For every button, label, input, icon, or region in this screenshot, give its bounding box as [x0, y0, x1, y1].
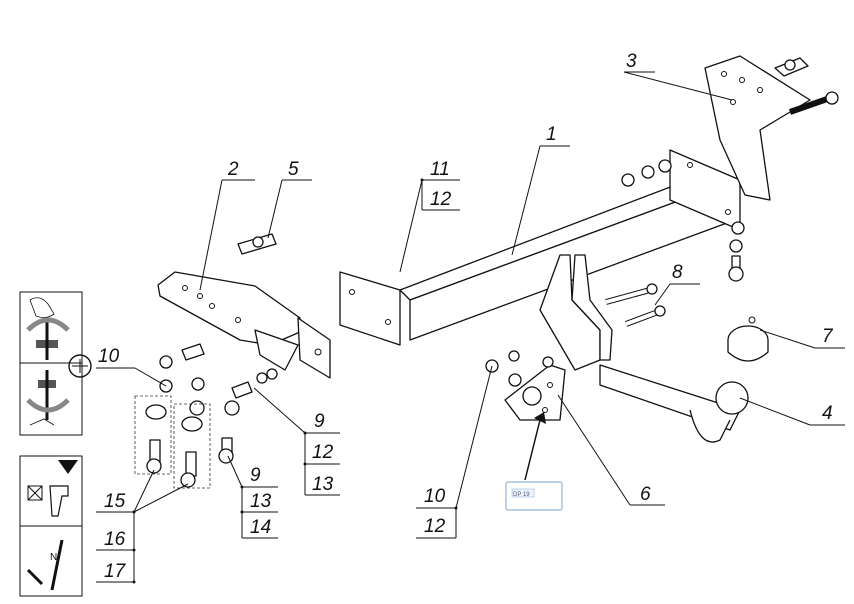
callout-10b: 10: [424, 486, 446, 507]
right-fasteners: [728, 221, 745, 282]
callout-8: 8: [672, 262, 683, 283]
callout-14: 14: [250, 517, 271, 538]
hand-torque-icon: [26, 297, 70, 360]
callout-12b: 12: [430, 189, 452, 210]
rotation-indicator-icon: [68, 354, 92, 378]
callout-12c: 12: [424, 516, 446, 537]
callout-15: 15: [104, 491, 126, 512]
callout-5: 5: [288, 159, 299, 180]
hand-torque-icon-2: [26, 370, 70, 426]
center-arms: [539, 254, 749, 443]
callout-4: 4: [822, 403, 833, 424]
callout-12a: 12: [312, 442, 334, 463]
nut-plate: [237, 233, 277, 255]
right-bracket: [704, 55, 839, 201]
callout-3: 3: [626, 51, 637, 72]
left-bracket: [157, 271, 331, 379]
left-fasteners: [134, 343, 278, 489]
callout-2: 2: [227, 159, 239, 180]
callout-6: 6: [640, 484, 651, 505]
plate-arrow-icon: [524, 412, 546, 481]
torque-wrench-icon: N: [26, 539, 64, 591]
long-bolts: [605, 283, 666, 327]
svg-text:N: N: [50, 552, 57, 563]
main-crossbeam: [339, 149, 741, 346]
ball-cap: [727, 316, 769, 362]
mounting-plate: [485, 350, 566, 421]
callout-13a: 13: [312, 474, 334, 495]
callout-9b: 9: [250, 465, 261, 486]
leader-lines: [96, 71, 845, 584]
callout-1: 1: [546, 124, 557, 145]
dp-tag-label: DP 19: [513, 492, 530, 498]
callout-9a: 9: [314, 411, 325, 432]
callout-7: 7: [822, 326, 834, 347]
callout-labels: 1 2 3 4 5 6 7 8 9 12 13 9 13 14 10 11 12…: [98, 51, 834, 582]
instruction-panel: N: [19, 291, 92, 597]
impact-wrench-icon: [27, 460, 78, 517]
callout-11: 11: [430, 159, 450, 180]
callout-13b: 13: [250, 491, 272, 512]
dp-tag: DP 19: [505, 481, 563, 511]
callout-10a: 10: [98, 346, 120, 367]
callout-16: 16: [104, 529, 126, 550]
callout-17: 17: [104, 561, 127, 582]
